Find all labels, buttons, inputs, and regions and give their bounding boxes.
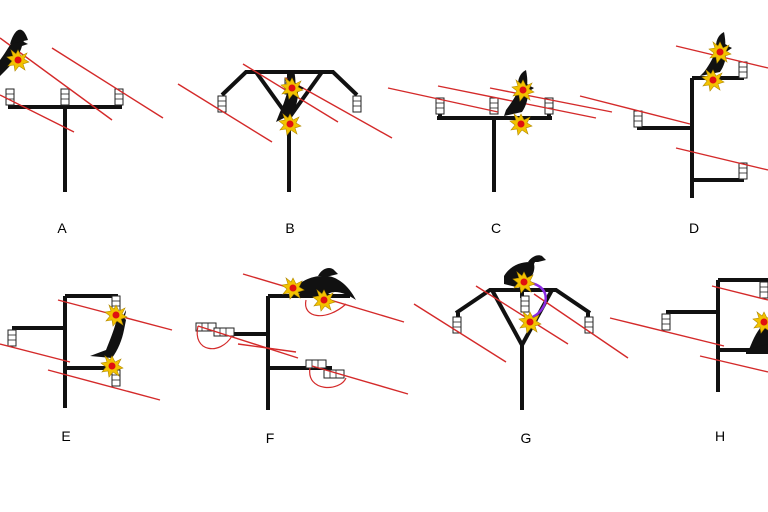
power-lines — [0, 299, 173, 401]
bird-silhouette — [504, 255, 546, 288]
insulator — [60, 88, 70, 106]
panel-a: A — [0, 29, 164, 236]
panel-d: D — [579, 32, 768, 236]
insulator — [7, 329, 17, 347]
panel-label: E — [61, 428, 70, 444]
pole — [437, 112, 552, 192]
bird-silhouette — [292, 268, 356, 300]
panel-label: F — [266, 430, 275, 446]
panel-h: H — [609, 278, 768, 444]
insulator — [661, 313, 671, 331]
insulator — [5, 88, 15, 106]
panel-b: B — [177, 63, 393, 236]
panel-label: D — [689, 220, 699, 236]
insulator — [352, 95, 362, 113]
panel-g: G — [413, 255, 629, 446]
panel-label: H — [715, 428, 725, 444]
pole — [637, 76, 744, 198]
insulator — [759, 281, 768, 299]
insulator — [738, 61, 748, 79]
panel-label: A — [57, 220, 67, 236]
power-lines — [609, 285, 768, 373]
panel-label: C — [491, 220, 501, 236]
panel-c: C — [387, 70, 613, 236]
jumper-wires — [196, 299, 347, 389]
panel-e: E — [0, 294, 173, 444]
insulator — [633, 110, 643, 128]
panel-label: G — [521, 430, 532, 446]
power-lines — [413, 285, 629, 363]
panel-label: B — [285, 220, 294, 236]
insulator — [520, 295, 530, 313]
power-lines — [0, 37, 164, 133]
power-lines — [387, 85, 613, 119]
panel-f: F — [195, 268, 409, 446]
